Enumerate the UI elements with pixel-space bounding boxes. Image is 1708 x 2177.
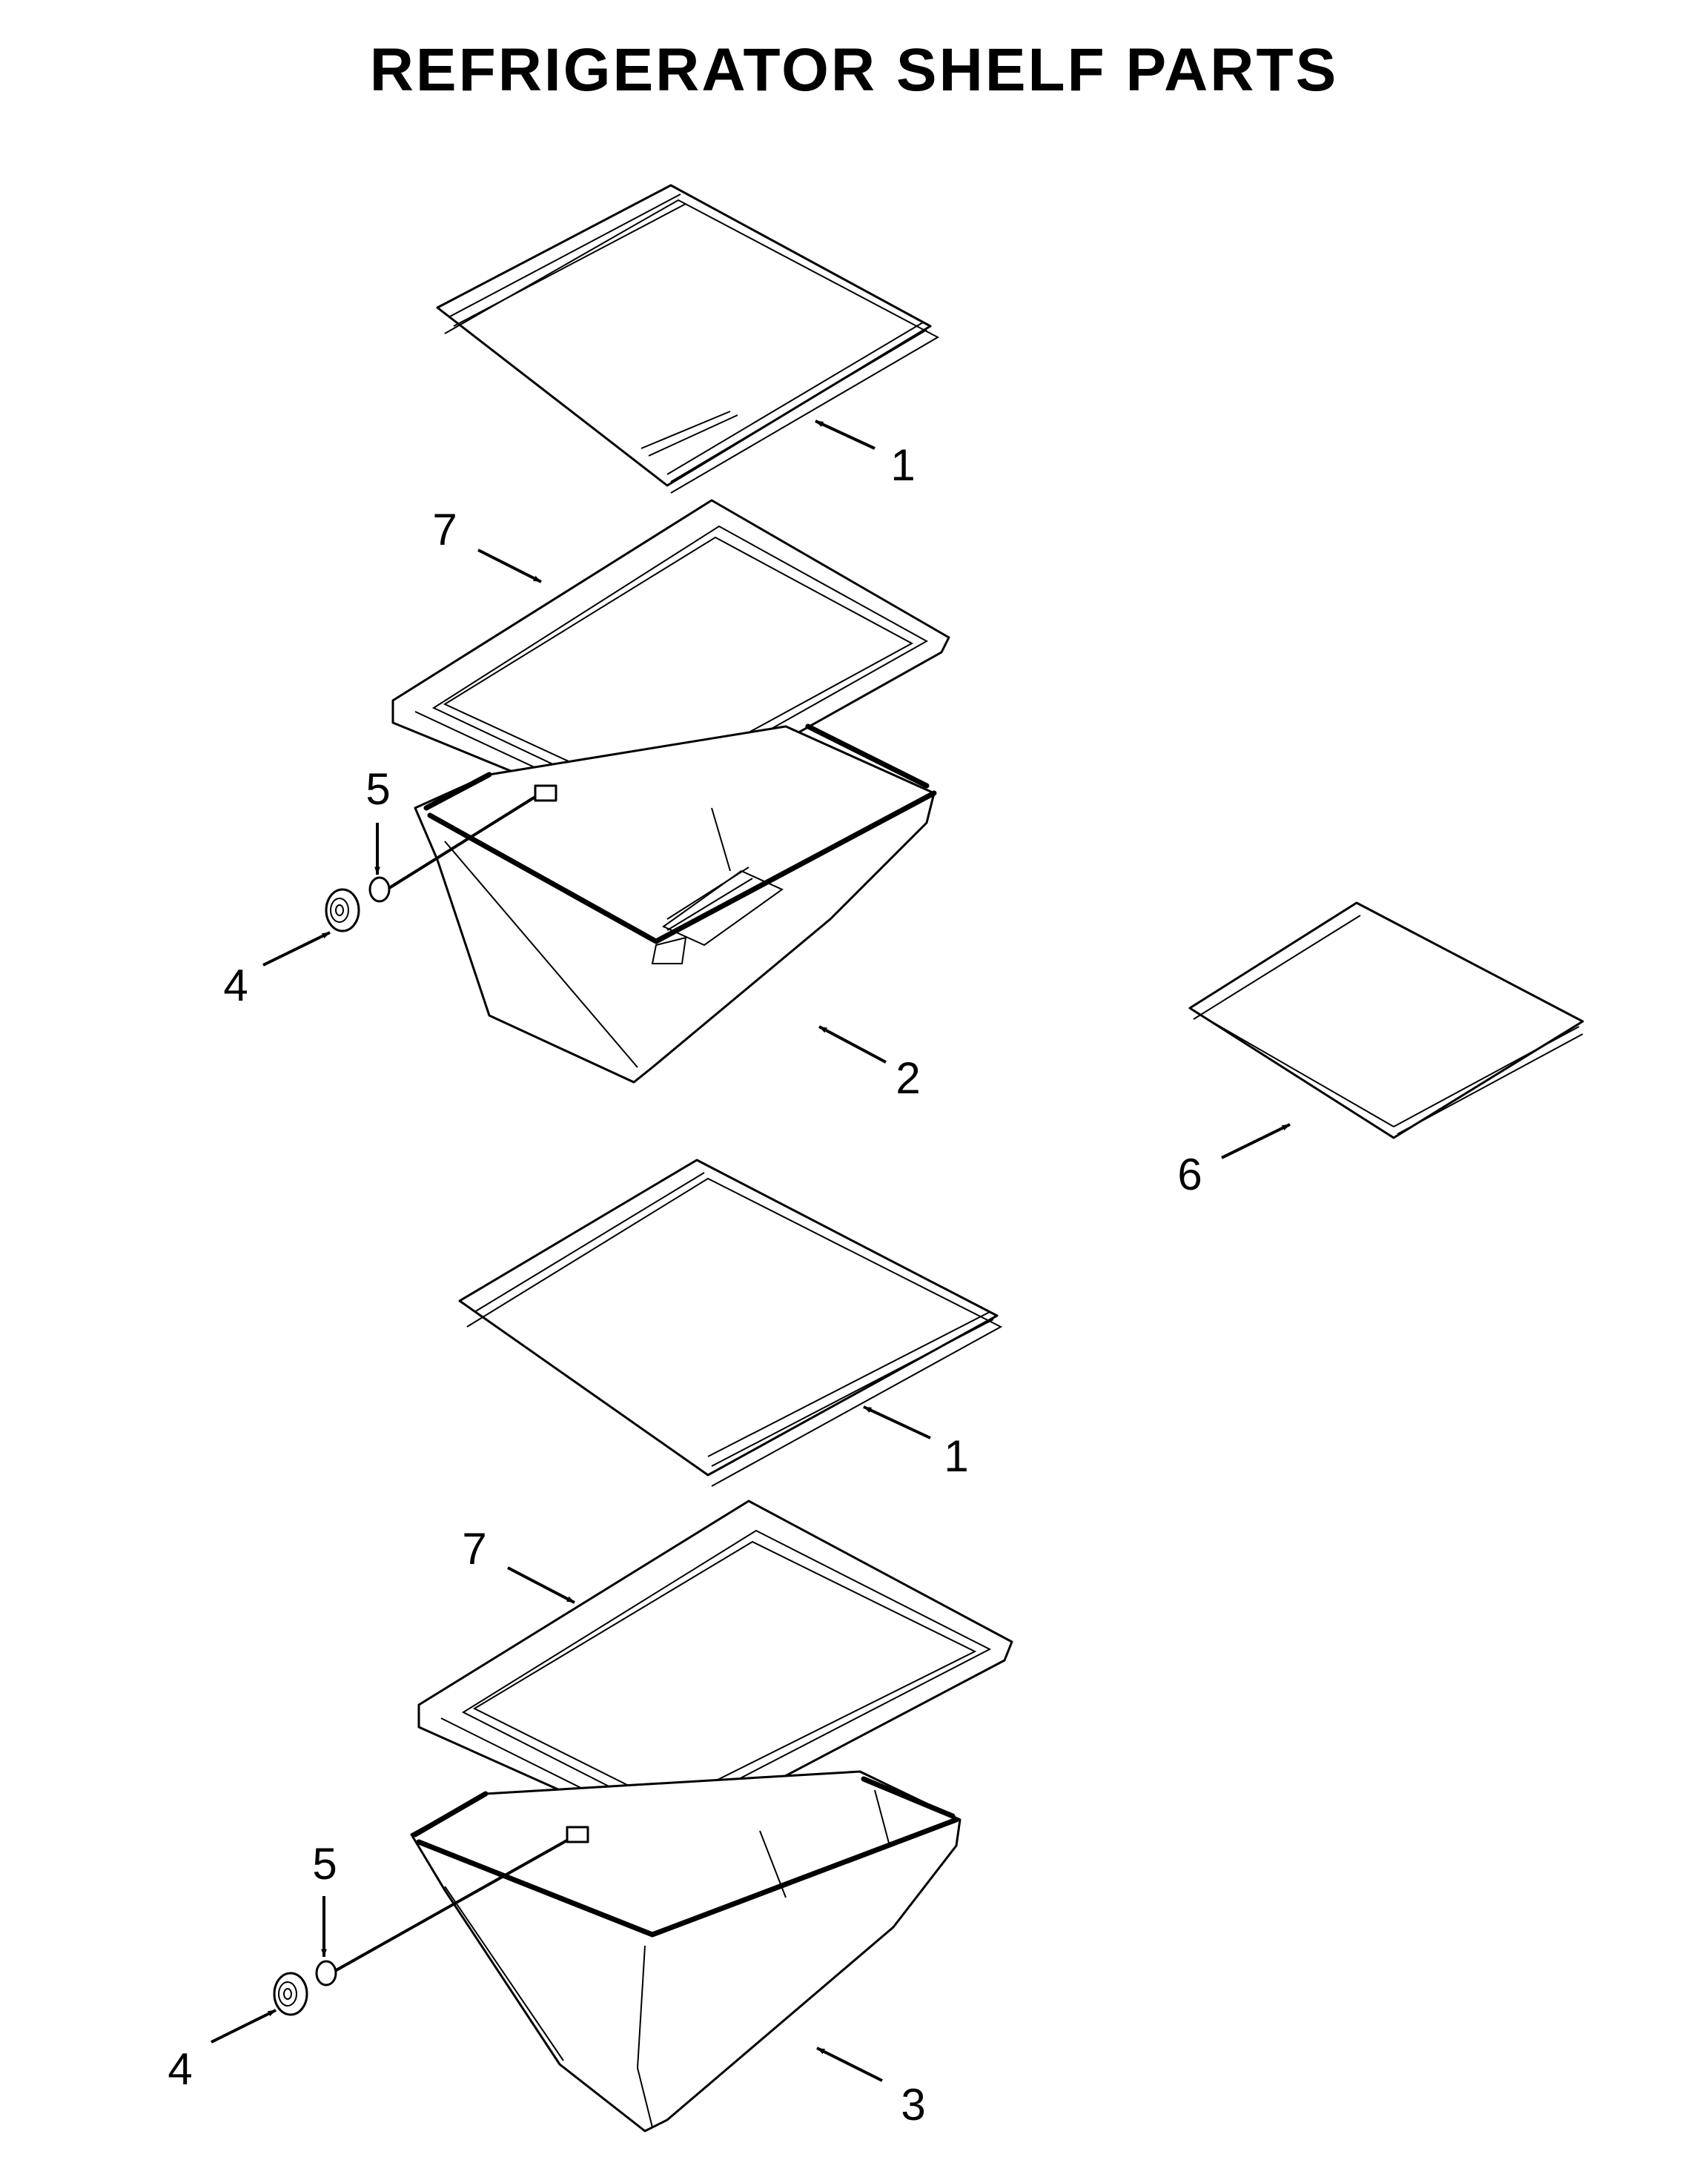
arrow-crisper-top	[818, 1025, 887, 1064]
arrow-side-shelf	[1221, 1123, 1291, 1159]
arrow-cover-bottom	[507, 1566, 575, 1604]
side-shelf	[1188, 901, 1584, 1139]
axle-line-top	[388, 792, 543, 889]
callout-wheel-bottom: 4	[168, 2044, 192, 2094]
callout-axle-bottom: 5	[312, 1839, 337, 1889]
crisper-drawer-bottom	[410, 1770, 961, 2133]
callout-cover-bottom: 7	[462, 1524, 486, 1574]
arrow-crisper-bottom	[816, 2047, 883, 2082]
arrow-cover-top	[477, 549, 542, 583]
wheel-top	[325, 888, 360, 932]
crisper-drawer-top	[414, 723, 937, 1084]
axle-bottom	[315, 1960, 337, 1987]
arrow-shelf-bottom	[863, 1405, 931, 1439]
arrow-wheel-top	[262, 931, 331, 967]
arrow-wheel-bottom	[211, 2009, 277, 2044]
callout-axle-top: 5	[365, 764, 390, 814]
axle-bracket-top	[534, 784, 557, 802]
callout-side-shelf: 6	[1177, 1150, 1202, 1199]
callout-crisper-bottom: 3	[901, 2080, 925, 2130]
callout-cover-top: 7	[432, 505, 457, 554]
glass-shelf-bottom	[458, 1159, 1003, 1487]
axle-line-bottom	[333, 1837, 572, 1973]
axle-bracket-bottom	[566, 1826, 589, 1843]
callout-wheel-top: 4	[223, 961, 248, 1010]
wheel-bottom	[273, 1972, 308, 2016]
glass-shelf-top	[436, 184, 940, 494]
callout-shelf-top: 1	[890, 440, 915, 490]
callout-shelf-bottom: 1	[944, 1431, 968, 1481]
page-title: REFRIGERATOR SHELF PARTS	[369, 36, 1339, 104]
axle-top	[368, 876, 391, 903]
arrow-shelf-top	[815, 420, 875, 450]
crisper-cover-bottom	[417, 1500, 1013, 1840]
callout-crisper-top: 2	[896, 1053, 920, 1103]
